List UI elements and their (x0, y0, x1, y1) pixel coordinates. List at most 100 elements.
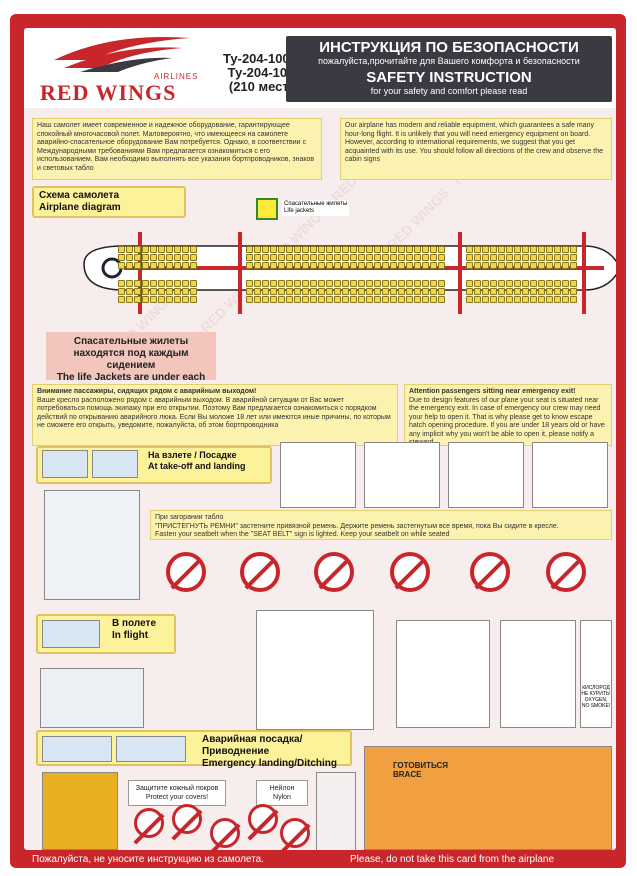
seat (366, 296, 373, 303)
seat (546, 262, 553, 269)
no-glasses-icon (134, 808, 164, 838)
seat (562, 296, 569, 303)
seat (134, 262, 141, 269)
life-jacket-icon (256, 198, 278, 220)
seat (382, 246, 389, 253)
seat (278, 246, 285, 253)
seat (398, 288, 405, 295)
seat (366, 280, 373, 287)
seat (318, 246, 325, 253)
seat (438, 254, 445, 261)
brace-label-ru: ГОТОВИТЬСЯ (393, 761, 449, 770)
seat-upright-illustration (44, 490, 140, 600)
seat (342, 288, 349, 295)
seat (382, 288, 389, 295)
seat (358, 262, 365, 269)
oxygen-mask-step1 (256, 610, 374, 730)
seat (490, 280, 497, 287)
seat (246, 280, 253, 287)
seat (126, 246, 133, 253)
seat (342, 280, 349, 287)
seat (318, 280, 325, 287)
seat (382, 254, 389, 261)
header: AIRLINES RED WINGS Ту-204-100В Ту-204-10… (24, 28, 616, 108)
seat (466, 296, 473, 303)
seat (506, 246, 513, 253)
seat (342, 262, 349, 269)
seat (554, 288, 561, 295)
seat (142, 288, 149, 295)
seat (174, 254, 181, 261)
seat (142, 280, 149, 287)
seat (350, 280, 357, 287)
seat (506, 254, 513, 261)
seatbelt-note-ru: "ПРИСТЕГНУТЬ РЕМНИ" застегните привязной… (155, 522, 559, 530)
seat (366, 254, 373, 261)
seat (382, 296, 389, 303)
seat (522, 246, 529, 253)
seat (174, 280, 181, 287)
card-inner: RED WINGS RED WINGS RED WINGS RED WINGS … (24, 28, 616, 850)
seatbelt-step2 (364, 442, 440, 508)
seat (118, 296, 125, 303)
seat (514, 262, 521, 269)
seat-block-front (118, 246, 197, 269)
seat (166, 296, 173, 303)
seat (126, 262, 133, 269)
seat (382, 262, 389, 269)
seat (390, 288, 397, 295)
seat (398, 280, 405, 287)
seat (318, 254, 325, 261)
seat (190, 246, 197, 253)
seat-block-mid-b (246, 280, 445, 303)
seat (246, 254, 253, 261)
inflight-label-ru: В полете (112, 618, 157, 629)
seat (474, 280, 481, 287)
seat (286, 262, 293, 269)
seat (498, 246, 505, 253)
seat (118, 288, 125, 295)
seat (382, 280, 389, 287)
seat-block-rear (466, 246, 577, 269)
seat (174, 262, 181, 269)
jackets-note-ru: Спасательные жилеты находятся под каждым… (73, 336, 189, 371)
nylon-ru: Нейлон (269, 785, 295, 792)
seat (482, 288, 489, 295)
seat (254, 280, 261, 287)
seat (182, 280, 189, 287)
seatbelt-step4 (532, 442, 608, 508)
seat (270, 246, 277, 253)
oxygen-no-smoke: КИСЛОРОД НЕ КУРИТЬ! OXYGEN, NO SMOKE! (580, 620, 612, 728)
seat (174, 296, 181, 303)
seat (286, 254, 293, 261)
seat (358, 246, 365, 253)
seat (246, 288, 253, 295)
seat (554, 246, 561, 253)
seat (326, 280, 333, 287)
seat (294, 296, 301, 303)
no-pen-icon (280, 818, 310, 848)
seat (262, 280, 269, 287)
seat (498, 288, 505, 295)
seat (326, 262, 333, 269)
seat (506, 262, 513, 269)
takeoff-label-en: At take-off and landing (148, 461, 246, 471)
seat (538, 288, 545, 295)
seat (498, 280, 505, 287)
seat (414, 262, 421, 269)
seat (294, 246, 301, 253)
seat (334, 246, 341, 253)
seat (118, 254, 125, 261)
seat (262, 246, 269, 253)
seat (294, 280, 301, 287)
seat (150, 296, 157, 303)
seat (126, 288, 133, 295)
title-box: ИНСТРУКЦИЯ ПО БЕЗОПАСНОСТИ пожалуйста,пр… (286, 36, 612, 102)
seat (522, 262, 529, 269)
seat (514, 254, 521, 261)
seat (554, 280, 561, 287)
seat (278, 262, 285, 269)
seat (342, 246, 349, 253)
seat (158, 296, 165, 303)
seat (490, 254, 497, 261)
